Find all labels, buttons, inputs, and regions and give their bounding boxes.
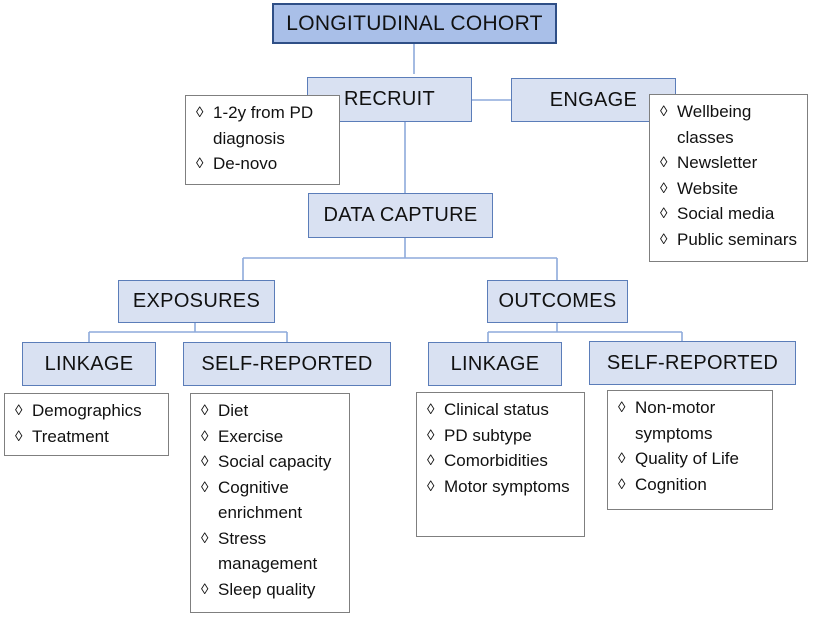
outcomes-self-reported-label: SELF-REPORTED bbox=[606, 351, 779, 374]
list-item: ◊ Sleep quality bbox=[201, 577, 343, 603]
list-item: ◊ Social media bbox=[660, 201, 801, 227]
list-item-text: Cognition bbox=[635, 474, 707, 494]
diamond-bullet-icon: ◊ bbox=[660, 205, 668, 222]
list-item-text: Motor symptoms bbox=[444, 476, 570, 496]
list-item-text: Treatment bbox=[32, 426, 109, 446]
list-item-text: Stress management bbox=[218, 528, 318, 574]
list-item: ◊ Treatment bbox=[15, 424, 162, 450]
exposures-self-reported-list: ◊ Diet ◊ Exercise ◊ Social capacity ◊ Cognitive… bbox=[190, 393, 350, 613]
outcomes-linkage-node: LINKAGE bbox=[428, 342, 562, 386]
outcomes-linkage-label: LINKAGE bbox=[450, 352, 540, 375]
outcomes-self-reported-node: SELF-REPORTED bbox=[589, 341, 796, 385]
list-item: ◊ Demographics bbox=[15, 398, 162, 424]
list-item-text: Non-motor symptoms bbox=[635, 398, 716, 443]
root-node-longitudinal-cohort: LONGITUDINAL COHORT bbox=[272, 3, 557, 44]
exposures-linkage-node: LINKAGE bbox=[22, 342, 156, 386]
engage-activities-list: ◊ Wellbeing classes ◊ Newsletter ◊ Website ◊ So… bbox=[649, 94, 808, 262]
diamond-bullet-icon: ◊ bbox=[196, 155, 204, 172]
root-node-label: LONGITUDINAL COHORT bbox=[286, 11, 543, 35]
list-item-text: Sleep quality bbox=[218, 579, 316, 599]
list-item-text: De-novo bbox=[213, 154, 278, 173]
list-item-text: Public seminars bbox=[677, 229, 797, 249]
diamond-bullet-icon: ◊ bbox=[427, 426, 435, 444]
diamond-bullet-icon: ◊ bbox=[15, 402, 23, 419]
diamond-bullet-icon: ◊ bbox=[196, 104, 204, 121]
list-item-text: Social capacity bbox=[218, 452, 332, 471]
list-item: ◊ Cognition bbox=[618, 472, 766, 498]
recruit-criteria-list: ◊ 1-2y from PD diagnosis ◊ De-novo bbox=[185, 95, 340, 185]
list-item: ◊ Social capacity bbox=[201, 449, 343, 475]
list-item-text: Wellbeing classes bbox=[677, 102, 752, 147]
diamond-bullet-icon: ◊ bbox=[427, 452, 435, 469]
list-item-text: Exercise bbox=[218, 426, 284, 446]
list-item: ◊ Newsletter bbox=[660, 150, 801, 176]
outcomes-node: OUTCOMES bbox=[487, 280, 628, 323]
exposures-self-reported-label: SELF-REPORTED bbox=[201, 352, 373, 375]
list-item: ◊ Motor symptoms bbox=[427, 474, 578, 500]
list-item: ◊ 1-2y from PD diagnosis bbox=[196, 100, 333, 151]
exposures-linkage-label: LINKAGE bbox=[44, 352, 134, 375]
list-item-text: Clinical status bbox=[444, 400, 549, 419]
list-item: ◊ Stress management bbox=[201, 526, 343, 577]
list-item-text: Website bbox=[677, 178, 739, 198]
diamond-bullet-icon: ◊ bbox=[201, 478, 209, 496]
list-item: ◊ Non-motor symptoms bbox=[618, 395, 766, 446]
outcomes-linkage-list: ◊ Clinical status ◊ PD subtype ◊ Comorbiditie… bbox=[416, 392, 585, 537]
list-item: ◊ Cognitive enrichment bbox=[201, 475, 343, 526]
diamond-bullet-icon: ◊ bbox=[201, 580, 209, 598]
list-item-text: Quality of Life bbox=[635, 449, 739, 468]
list-item: ◊ Public seminars bbox=[660, 227, 801, 253]
list-item-text: Newsletter bbox=[677, 153, 758, 172]
list-item-text: Cognitive enrichment bbox=[218, 477, 303, 523]
list-item-text: Comorbidities bbox=[444, 451, 548, 470]
list-item: ◊ Website bbox=[660, 176, 801, 202]
data-capture-node: DATA CAPTURE bbox=[308, 193, 493, 238]
diamond-bullet-icon: ◊ bbox=[201, 529, 209, 547]
list-item: ◊ Exercise bbox=[201, 424, 343, 450]
list-item: ◊ Comorbidities bbox=[427, 448, 578, 474]
diamond-bullet-icon: ◊ bbox=[618, 399, 626, 416]
list-item: ◊ Quality of Life bbox=[618, 446, 766, 472]
exposures-linkage-list: ◊ Demographics ◊ Treatment bbox=[4, 393, 169, 456]
list-item-text: 1-2y from PD diagnosis bbox=[213, 103, 314, 148]
list-item: ◊ Clinical status bbox=[427, 397, 578, 423]
list-item: ◊ Diet bbox=[201, 398, 343, 424]
data-capture-label: DATA CAPTURE bbox=[323, 204, 478, 226]
diamond-bullet-icon: ◊ bbox=[427, 477, 435, 495]
list-item: ◊ Wellbeing classes bbox=[660, 99, 801, 150]
diamond-bullet-icon: ◊ bbox=[427, 401, 435, 418]
diamond-bullet-icon: ◊ bbox=[15, 427, 23, 445]
outcomes-self-reported-list: ◊ Non-motor symptoms ◊ Quality of Life ◊ Cogn… bbox=[607, 390, 773, 510]
list-item-text: Social media bbox=[677, 204, 775, 223]
diamond-bullet-icon: ◊ bbox=[201, 402, 209, 419]
diamond-bullet-icon: ◊ bbox=[660, 179, 668, 197]
exposures-node: EXPOSURES bbox=[118, 280, 275, 323]
diamond-bullet-icon: ◊ bbox=[660, 230, 668, 248]
list-item: ◊ De-novo bbox=[196, 151, 333, 177]
diamond-bullet-icon: ◊ bbox=[618, 475, 626, 493]
outcomes-label: OUTCOMES bbox=[498, 290, 617, 312]
diamond-bullet-icon: ◊ bbox=[660, 154, 668, 171]
diamond-bullet-icon: ◊ bbox=[660, 103, 668, 120]
diamond-bullet-icon: ◊ bbox=[201, 453, 209, 470]
list-item-text: PD subtype bbox=[444, 425, 532, 445]
engage-label: ENGAGE bbox=[549, 88, 638, 111]
list-item: ◊ PD subtype bbox=[427, 423, 578, 449]
list-item-text: Demographics bbox=[32, 401, 142, 420]
list-item-text: Diet bbox=[218, 401, 249, 420]
diamond-bullet-icon: ◊ bbox=[618, 450, 626, 467]
recruit-label: RECRUIT bbox=[344, 88, 435, 110]
diamond-bullet-icon: ◊ bbox=[201, 427, 209, 445]
exposures-self-reported-node: SELF-REPORTED bbox=[183, 342, 391, 386]
exposures-label: EXPOSURES bbox=[132, 290, 261, 312]
